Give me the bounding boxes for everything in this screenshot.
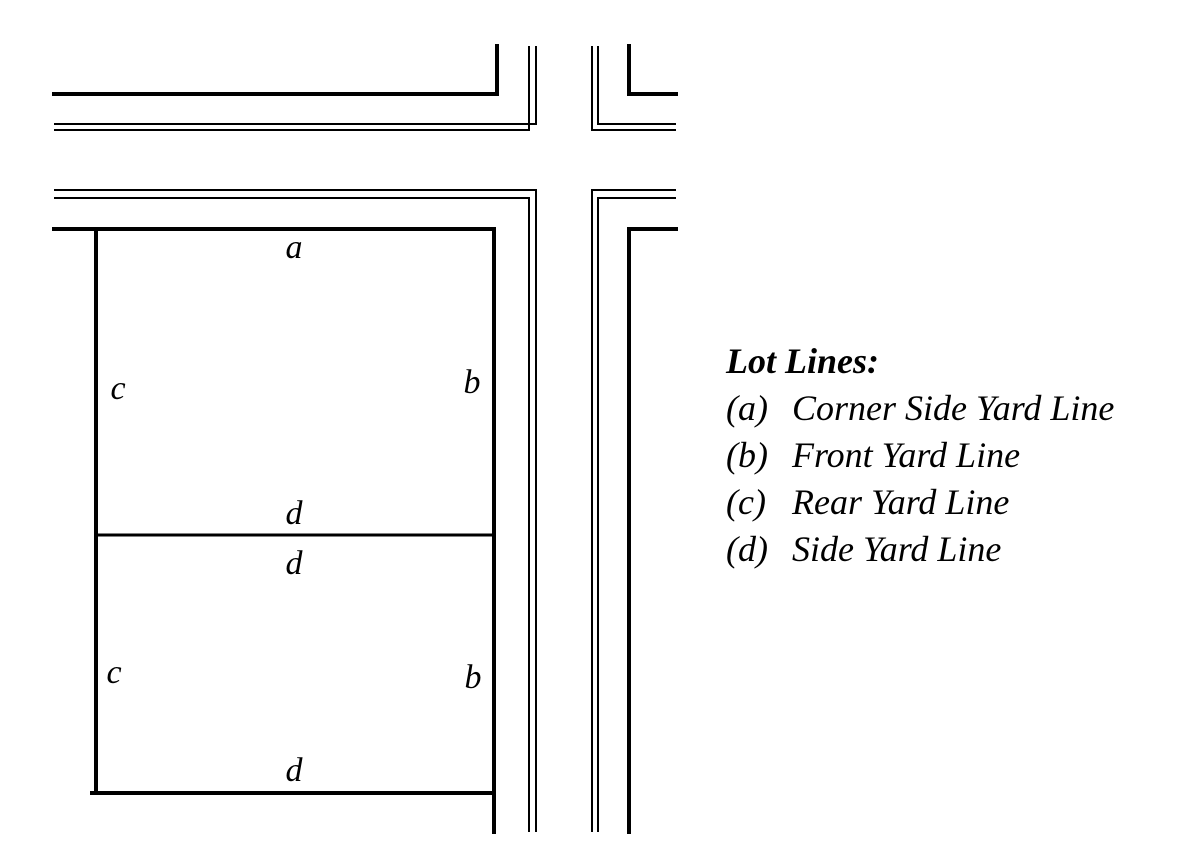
label-b-top-lot: b	[464, 364, 481, 401]
legend-key: (d)	[726, 529, 768, 569]
label-d-top-lot: d	[286, 495, 304, 532]
curb-line-lower-left-outer	[54, 189, 537, 832]
legend-item-d: (d) Side Yard Line	[726, 526, 1114, 573]
label-a-top-lot: a	[286, 229, 303, 266]
legend-item-c: (c) Rear Yard Line	[726, 479, 1114, 526]
curb-line-upper-left-outer	[54, 46, 537, 125]
curb-line-upper-right-outer	[591, 46, 676, 131]
curb-line-lower-right-inner	[597, 197, 676, 832]
curb-line-upper-left-inner	[54, 46, 530, 131]
label-b-bottom-lot: b	[465, 659, 482, 696]
legend-key: (a)	[726, 388, 768, 428]
legend-label: Rear Yard Line	[792, 482, 1010, 522]
curb-line-upper-right-inner	[597, 46, 676, 125]
legend-label: Side Yard Line	[792, 529, 1002, 569]
legend-item-a: (a) Corner Side Yard Line	[726, 385, 1114, 432]
block-edge-upper-right	[627, 44, 678, 96]
curb-line-lower-right-outer	[591, 189, 676, 832]
legend-key: (b)	[726, 435, 768, 475]
legend-label: Corner Side Yard Line	[792, 388, 1115, 428]
lot-lines-legend: Lot Lines: (a) Corner Side Yard Line (b) F…	[726, 338, 1114, 573]
block-edge-lower-right	[627, 227, 678, 834]
curb-line-lower-left-inner	[54, 197, 530, 832]
legend-title: Lot Lines:	[726, 341, 879, 381]
legend-label: Front Yard Line	[792, 435, 1021, 475]
block-edge-upper-left	[52, 44, 499, 96]
label-c-bottom-lot: c	[106, 654, 121, 691]
legend-item-b: (b) Front Yard Line	[726, 432, 1114, 479]
label-d-bottom-lot-top: d	[286, 545, 304, 582]
label-c-top-lot: c	[110, 370, 125, 407]
label-d-bottom-lot-bottom: d	[286, 752, 304, 789]
legend-key: (c)	[726, 482, 766, 522]
